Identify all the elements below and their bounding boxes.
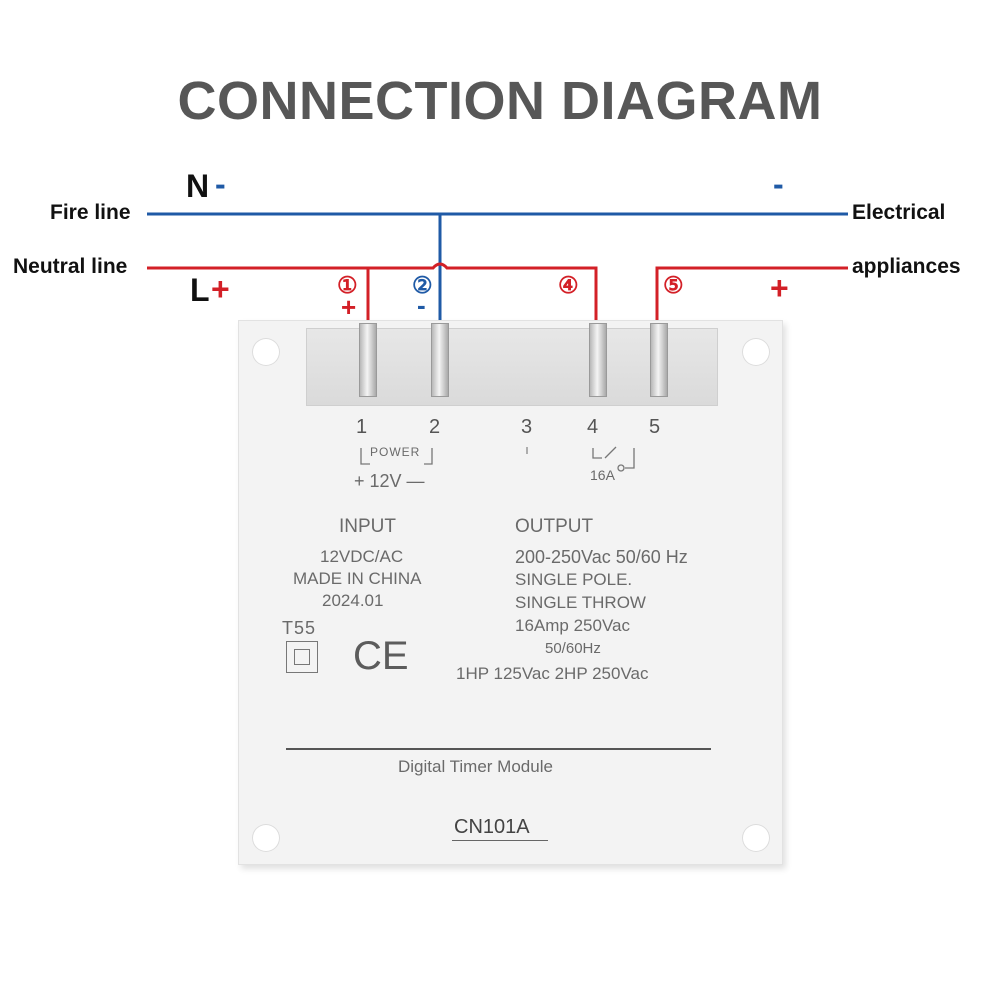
n-letter: N <box>186 168 210 204</box>
power-bracket <box>360 448 433 465</box>
electrical-label: Electrical <box>852 201 946 224</box>
marker-1: ① <box>337 272 358 298</box>
appliances-label: appliances <box>852 255 961 278</box>
model-number: CN101A <box>454 816 530 838</box>
double-insulation-symbol <box>286 641 318 673</box>
output-line-5: 50/60Hz <box>545 640 601 657</box>
neutral-line-wire <box>147 262 598 322</box>
timer-module: 1 2 3 4 5 POWER + 12V — 16A INPUT 12VDC/… <box>238 320 783 865</box>
terminal-number-4: 4 <box>587 416 599 438</box>
marker-2: ② <box>412 272 433 298</box>
relay-contact-symbol <box>592 446 635 469</box>
l-plus-sign: + <box>211 271 230 307</box>
terminal-number-1: 1 <box>356 416 368 438</box>
n-minus-sign: - <box>215 166 226 202</box>
marker-2-minus: - <box>417 290 426 320</box>
relay-rating: 16A <box>590 467 615 483</box>
mount-hole-bottom-right <box>742 824 770 852</box>
output-line-2: SINGLE POLE. <box>515 570 633 589</box>
model-underline <box>452 840 548 841</box>
marker-4: ④ <box>558 272 579 298</box>
terminal-number-3: 3 <box>521 416 533 438</box>
appliance-minus-sign: - <box>773 166 784 202</box>
output-line-1: 200-250Vac 50/60 Hz <box>515 547 688 567</box>
terminal-pin-5 <box>650 323 668 397</box>
divider-line <box>286 748 711 750</box>
output-line-4: 16Amp 250Vac <box>515 616 630 635</box>
output-line-6: 1HP 125Vac 2HP 250Vac <box>456 664 649 683</box>
power-label: POWER <box>370 445 421 459</box>
voltage-label: + 12V — <box>354 471 425 491</box>
ce-mark: CE <box>353 634 409 678</box>
mount-hole-top-right <box>742 338 770 366</box>
mount-hole-bottom-left <box>252 824 280 852</box>
neutral-line-label: Neutral line <box>13 255 128 278</box>
terminal-pin-4 <box>589 323 607 397</box>
marker-5: ⑤ <box>663 272 684 298</box>
terminal-5-wire <box>655 266 848 322</box>
terminal-number-2: 2 <box>429 416 441 438</box>
input-line-3: 2024.01 <box>322 591 384 610</box>
appliance-plus-sign: + <box>770 270 789 306</box>
t55-label: T55 <box>282 618 317 638</box>
output-heading: OUTPUT <box>515 516 594 537</box>
input-line-2: MADE IN CHINA <box>293 569 422 588</box>
input-heading: INPUT <box>339 516 396 537</box>
mount-hole-top-left <box>252 338 280 366</box>
fire-line-label: Fire line <box>50 201 131 224</box>
marker-1-plus: + <box>341 292 357 322</box>
terminal-pin-1 <box>359 323 377 397</box>
terminal-pin-2 <box>431 323 449 397</box>
terminal-number-5: 5 <box>649 416 661 438</box>
output-line-3: SINGLE THROW <box>515 593 646 612</box>
input-line-1: 12VDC/AC <box>320 547 404 566</box>
l-letter: L <box>190 272 210 308</box>
module-symbols <box>360 446 635 472</box>
product-name: Digital Timer Module <box>398 757 553 776</box>
diagram-title: CONNECTION DIAGRAM <box>177 71 823 131</box>
terminal-block <box>306 323 718 406</box>
